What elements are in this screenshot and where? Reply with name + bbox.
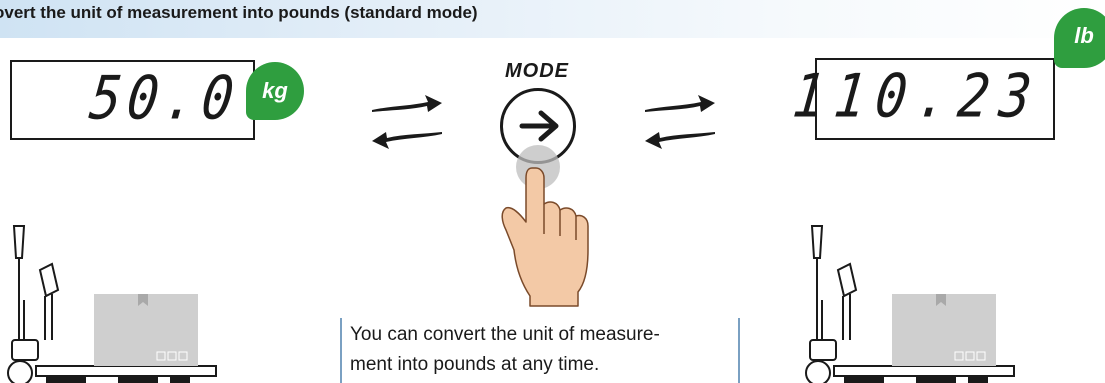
left-cargo-box	[94, 294, 198, 366]
note-line-2: ment into pounds at any time.	[350, 350, 732, 380]
right-cargo-box	[892, 294, 996, 366]
hand-pointer-icon	[502, 168, 588, 306]
info-note: You can convert the unit of measure- men…	[340, 318, 740, 383]
swap-arrows-right-icon	[645, 95, 715, 149]
arrow-right-icon	[522, 113, 556, 139]
note-line-1: You can convert the unit of measure-	[350, 320, 732, 350]
swap-arrows-left-icon	[372, 95, 442, 149]
